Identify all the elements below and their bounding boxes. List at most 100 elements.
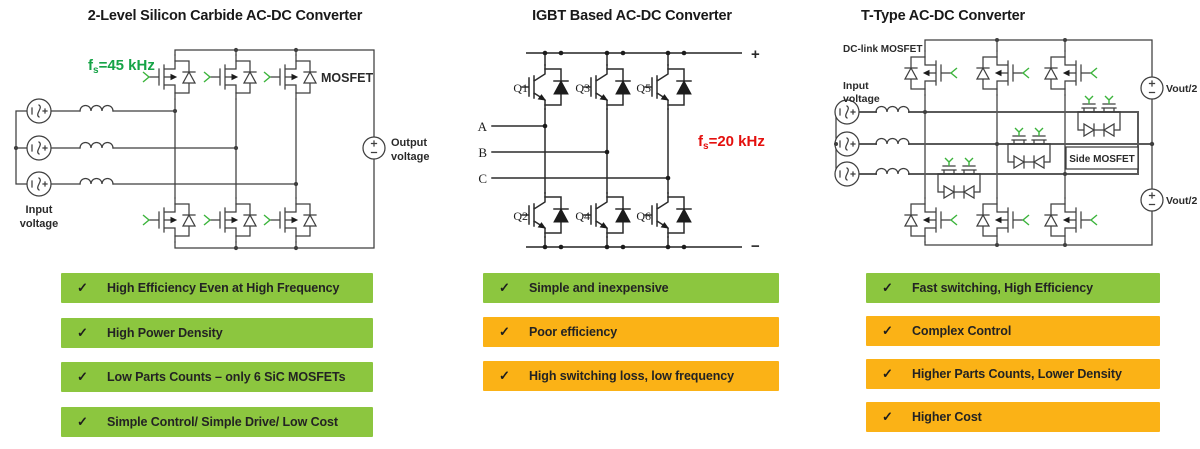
- checkmark-icon: ✓: [882, 280, 893, 295]
- bullet-bar: ✓ Simple Control/ Simple Drive/ Low Cost: [61, 407, 373, 437]
- phase-label-b: B: [478, 145, 487, 160]
- input-voltage-label: voltage: [20, 218, 59, 230]
- igbt-label-q5: Q5: [636, 81, 651, 95]
- mosfet-label: MOSFET: [321, 71, 373, 85]
- inductor-icon: [875, 105, 910, 113]
- igbt-icon: [521, 192, 569, 238]
- bullet-text: Simple Control/ Simple Drive/ Low Cost: [107, 415, 338, 429]
- bullet-text: Higher Parts Counts, Lower Density: [912, 367, 1122, 381]
- checkmark-icon: ✓: [882, 409, 893, 424]
- checkmark-icon: ✓: [499, 368, 510, 383]
- side-mosfet-icon: [1007, 127, 1051, 169]
- ac-source-icon: [26, 171, 52, 197]
- inductor-icon: [79, 141, 114, 149]
- input-voltage-label: voltage: [843, 93, 880, 105]
- output-source-icon: [362, 136, 386, 160]
- phase-label-c: C: [478, 171, 487, 186]
- side-mosfet-icon: [1077, 95, 1121, 137]
- checkmark-icon: ✓: [882, 323, 893, 338]
- bullet-text: Higher Cost: [912, 410, 982, 424]
- inductor-icon: [79, 177, 114, 185]
- dclink-mosfet-icon: [1044, 50, 1098, 96]
- igbt-icon: [644, 192, 692, 238]
- bullet-text: High Power Density: [107, 326, 223, 340]
- igbt-icon: [583, 192, 631, 238]
- checkmark-icon: ✓: [77, 280, 88, 295]
- igbt-icon: [583, 64, 631, 110]
- ttype-converter-schematic: Side MOSFET DC-link MOSFET Input voltage…: [834, 38, 1197, 247]
- bullet-text: Complex Control: [912, 324, 1012, 338]
- bullet-bar: ✓ Higher Parts Counts, Lower Density: [866, 359, 1160, 389]
- bullet-text: Low Parts Counts – only 6 SiC MOSFETs: [107, 370, 346, 384]
- checkmark-icon: ✓: [77, 414, 88, 429]
- inductor-icon: [875, 137, 910, 145]
- vout-source-icon: [1140, 76, 1164, 100]
- bullet-bar: ✓ Low Parts Counts – only 6 SiC MOSFETs: [61, 362, 373, 392]
- checkmark-icon: ✓: [499, 324, 510, 339]
- inductor-icon: [79, 104, 114, 112]
- panel-title-igbt: IGBT Based AC-DC Converter: [532, 8, 732, 24]
- bullet-bar: ✓ Higher Cost: [866, 402, 1160, 432]
- bullet-bar: ✓ High Power Density: [61, 318, 373, 348]
- bullet-text: High Efficiency Even at High Frequency: [107, 281, 340, 295]
- checkmark-icon: ✓: [882, 366, 893, 381]
- igbt-converter-schematic: + − A B C Q1 Q3 Q5 Q2 Q4 Q6 fs=20 kHz: [478, 46, 765, 255]
- bullet-bar: ✓ Complex Control: [866, 316, 1160, 346]
- checkmark-icon: ✓: [499, 280, 510, 295]
- side-mosfet-box: [1065, 146, 1139, 170]
- dclink-mosfet-icon: [904, 50, 958, 96]
- igbt-icon: [644, 64, 692, 110]
- input-voltage-label: Input: [843, 80, 869, 92]
- checkmark-icon: ✓: [77, 325, 88, 340]
- bullet-text: Fast switching, High Efficiency: [912, 281, 1093, 295]
- panel-title-ttype: T-Type AC-DC Converter: [861, 8, 1025, 24]
- bullet-bar: ✓ Poor efficiency: [483, 317, 779, 347]
- fs-annotation-red: fs=20 kHz: [698, 133, 765, 152]
- phase-label-a: A: [478, 119, 488, 134]
- panel-title-sic: 2-Level Silicon Carbide AC-DC Converter: [87, 8, 363, 24]
- bullet-text: Simple and inexpensive: [529, 281, 669, 295]
- mosfet-icon: [203, 54, 257, 100]
- bullet-bar: ✓ Simple and inexpensive: [483, 273, 779, 303]
- wires: [835, 39, 1153, 246]
- bullet-bar: ✓ High switching loss, low frequency: [483, 361, 779, 391]
- mosfet-icon: [263, 197, 317, 243]
- igbt-label-q3: Q3: [575, 81, 590, 95]
- input-voltage-label: Input: [26, 204, 53, 216]
- bullet-bar: ✓ Fast switching, High Efficiency: [866, 273, 1160, 303]
- dclink-mosfet-icon: [904, 197, 958, 243]
- ac-source-icon: [834, 161, 860, 187]
- igbt-label-q1: Q1: [513, 81, 528, 95]
- dclink-mosfet-icon: [976, 50, 1030, 96]
- ac-source-icon: [26, 98, 52, 124]
- side-mosfet-label: Side MOSFET: [1069, 154, 1135, 165]
- igbt-label-q6: Q6: [636, 209, 651, 223]
- dc-plus-label: +: [751, 46, 760, 63]
- sic-converter-schematic: fs=45 kHz MOSFET Input voltage Output vo…: [13, 47, 430, 251]
- ac-source-icon: [834, 131, 860, 157]
- dc-minus-label: −: [751, 238, 760, 255]
- vout-top-label: Vout/2: [1166, 83, 1197, 95]
- bullet-text: Poor efficiency: [529, 325, 618, 339]
- bullet-bar: ✓ High Efficiency Even at High Frequency: [61, 273, 373, 303]
- vout-bottom-label: Vout/2: [1166, 195, 1197, 207]
- output-voltage-label: Output: [391, 137, 427, 149]
- igbt-icon: [521, 64, 569, 110]
- output-voltage-label: voltage: [391, 151, 430, 163]
- igbt-label-q2: Q2: [513, 209, 528, 223]
- inductor-icon: [875, 167, 910, 175]
- mosfet-icon: [263, 54, 317, 100]
- bullet-text: High switching loss, low frequency: [529, 369, 734, 383]
- dclink-mosfet-icon: [976, 197, 1030, 243]
- junction-dots: [13, 47, 299, 251]
- ac-source-icon: [26, 135, 52, 161]
- dclink-mosfet-icon: [1044, 197, 1098, 243]
- fs-annotation-green: fs=45 kHz: [88, 57, 155, 76]
- side-mosfet-icon: [937, 157, 981, 199]
- vout-source-icon: [1140, 188, 1164, 212]
- checkmark-icon: ✓: [77, 369, 88, 384]
- dclink-mosfet-label: DC-link MOSFET: [843, 44, 922, 55]
- mosfet-icon: [203, 197, 257, 243]
- junction-dots: [542, 50, 687, 250]
- mosfet-icon: [142, 197, 196, 243]
